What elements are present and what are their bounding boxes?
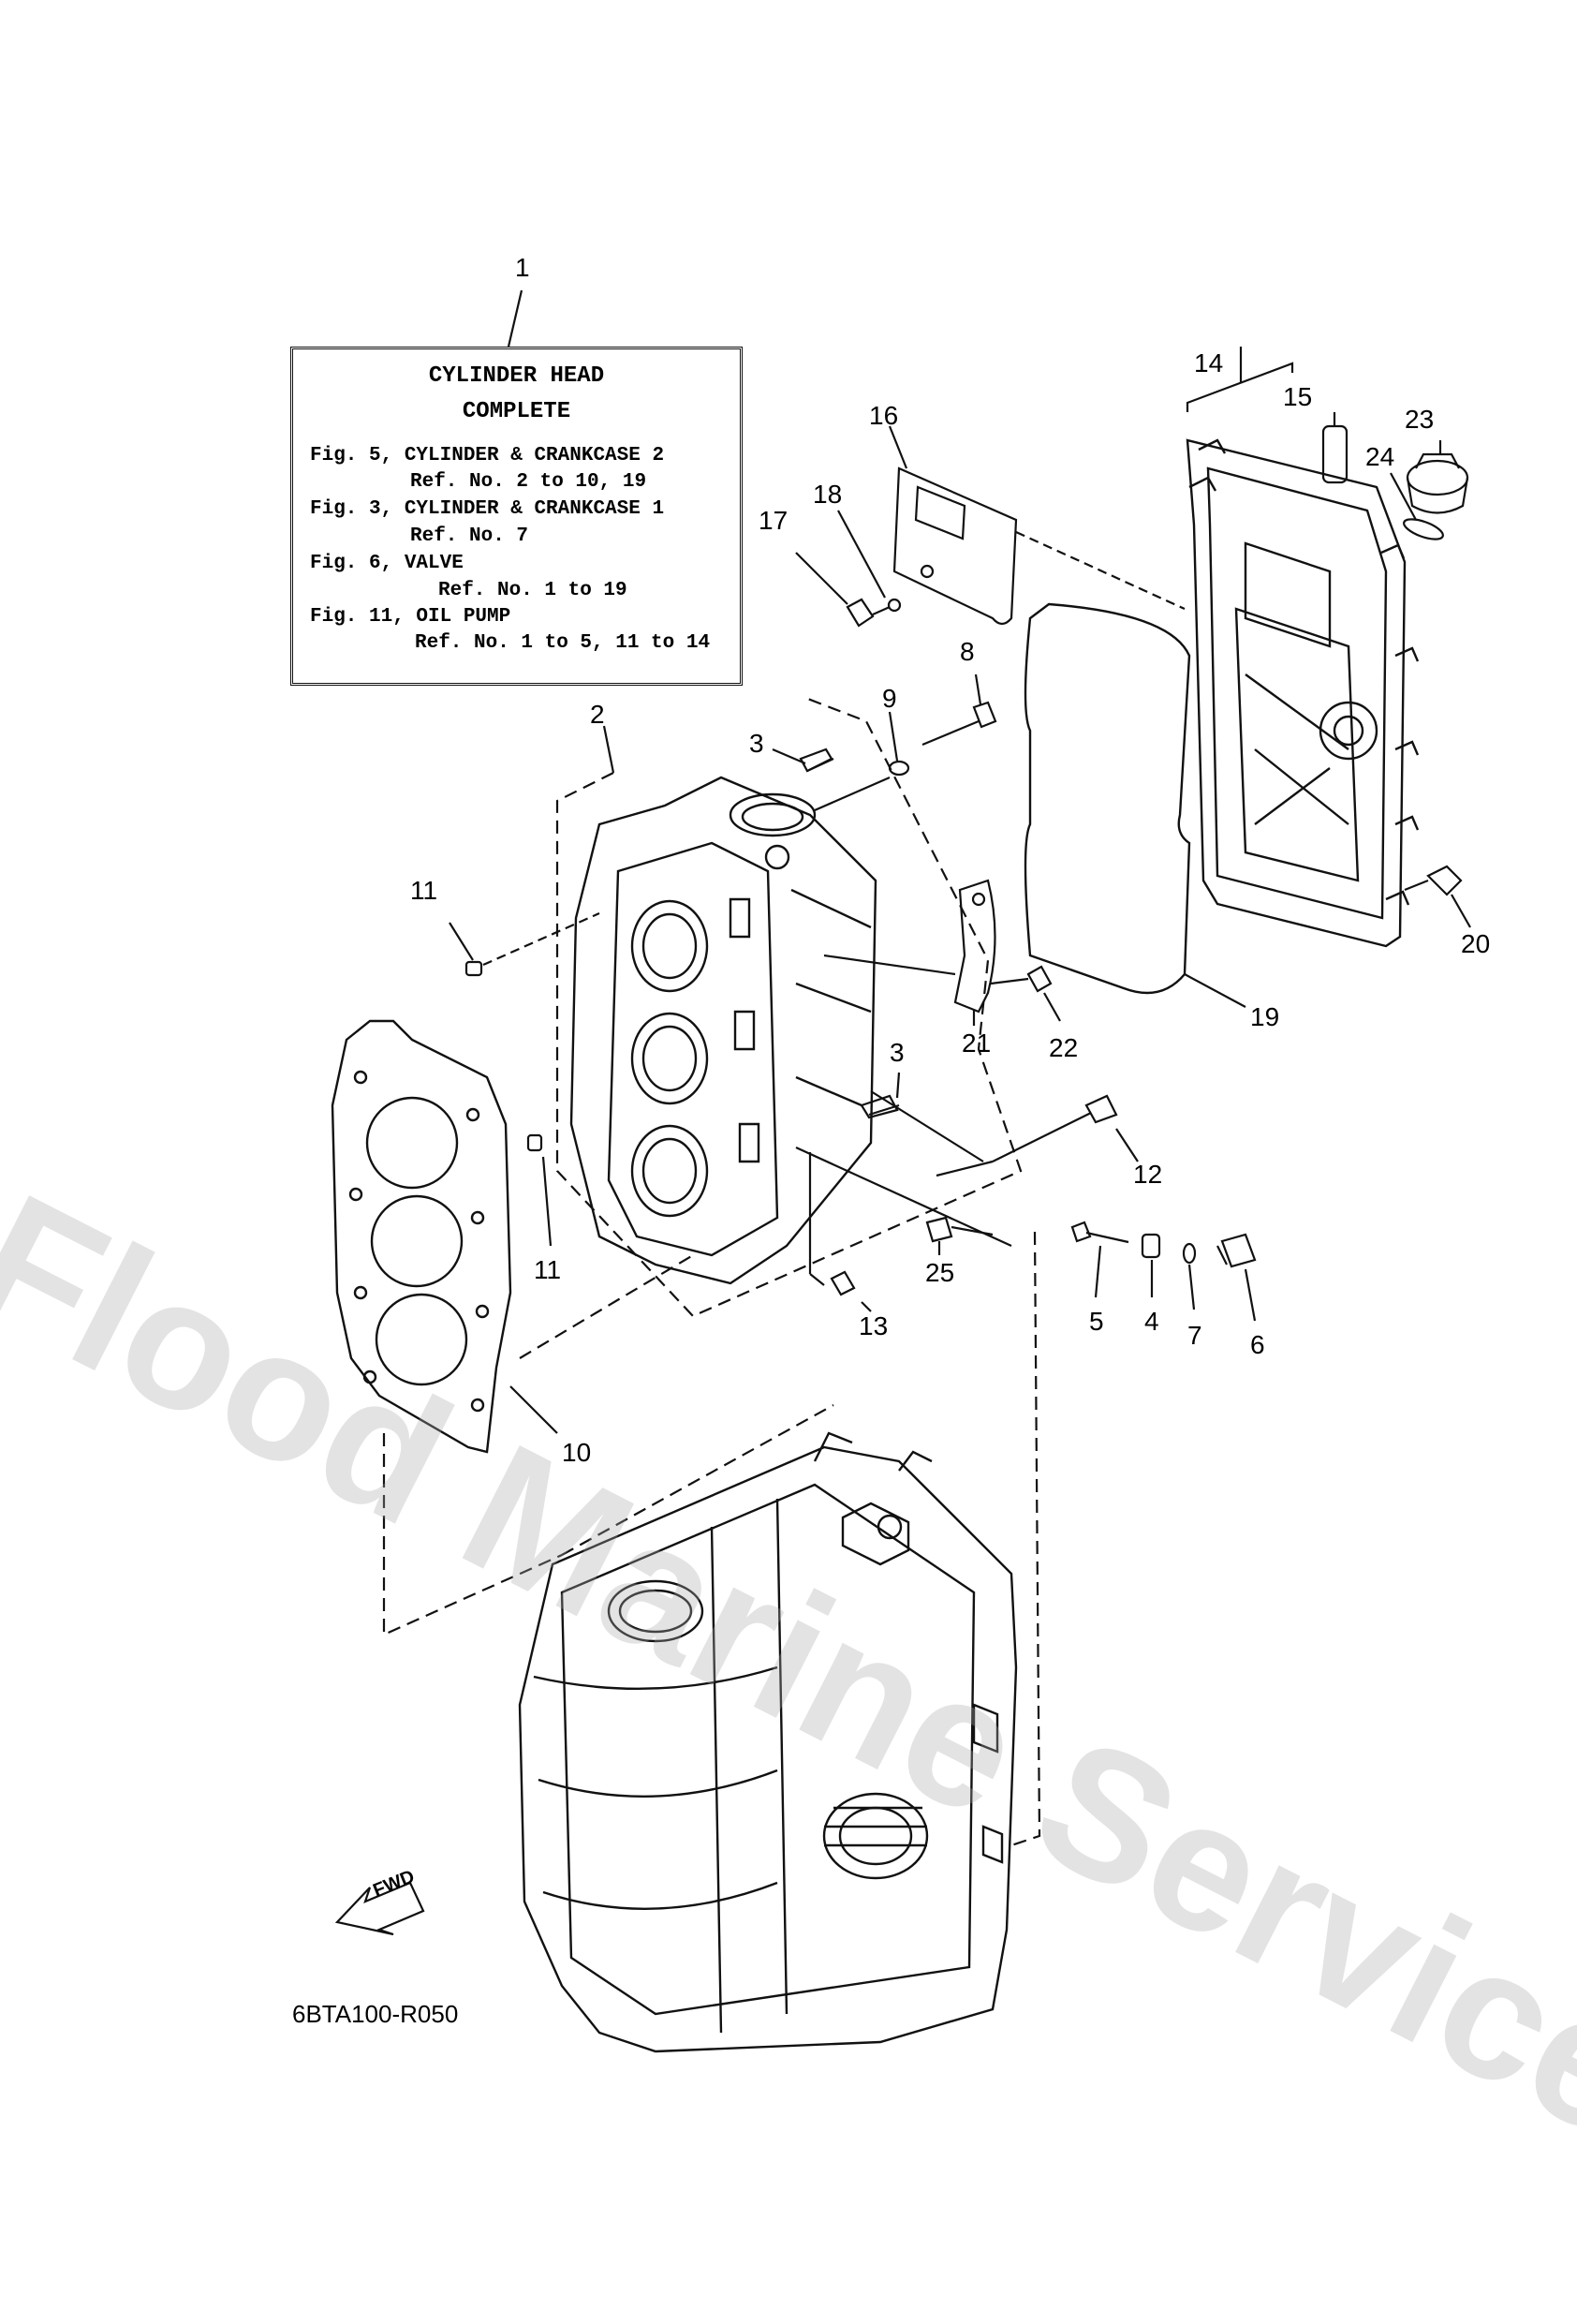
callout-9: 9: [882, 684, 897, 713]
callout-8: 8: [960, 637, 975, 666]
cylinder-head-part: [569, 776, 877, 1285]
part-3b-shape: [860, 1094, 900, 1119]
dashed-connector-3: [382, 1433, 563, 1636]
ref-title-1: CYLINDER HEAD: [428, 363, 605, 389]
callout-1: 1: [515, 253, 530, 282]
part-6-shape: [1216, 1233, 1257, 1268]
part-18-shape: [887, 598, 902, 613]
callout-11: 11: [534, 1255, 562, 1284]
ref-line: Ref. No. 1 to 19: [438, 580, 627, 601]
part-20-shape: [1404, 865, 1463, 896]
ref-line: Ref. No. 2 to 10, 19: [410, 471, 647, 493]
callout-19: 19: [1250, 1002, 1280, 1031]
callout-10: 10: [562, 1438, 592, 1467]
part-23-shape: [1406, 452, 1469, 514]
part-13-shape: [809, 1270, 856, 1296]
dashed-connector: [519, 1254, 694, 1359]
callout-2: 2: [590, 700, 605, 729]
callout-25: 25: [925, 1258, 955, 1287]
callout-14: 14: [1194, 348, 1224, 377]
callout-24: 24: [1365, 442, 1395, 471]
callout-13: 13: [859, 1311, 889, 1340]
reference-box: CYLINDER HEAD COMPLETE Fig. 5, CYLINDER …: [290, 347, 743, 686]
part-22-shape: [990, 965, 1053, 993]
callout-18: 18: [813, 480, 843, 509]
part-21-shape: [953, 879, 996, 1014]
part-11a-shape: [464, 960, 483, 977]
part-17-shape: [846, 598, 891, 628]
part-3a-shape: [799, 748, 834, 773]
callout-3: 3: [749, 729, 764, 758]
part-4-shape: [1141, 1233, 1161, 1259]
callout-7: 7: [1187, 1321, 1202, 1350]
callout-11: 11: [410, 876, 438, 905]
callout-4: 4: [1144, 1307, 1159, 1336]
callout-3: 3: [890, 1038, 905, 1067]
dashed-connector-2: [1010, 1231, 1041, 1847]
ref-line: Ref. No. 1 to 5, 11 to 14: [415, 632, 711, 654]
part-9-shape: [888, 760, 910, 777]
callout-15: 15: [1283, 382, 1313, 411]
part-5-shape: [1070, 1221, 1129, 1244]
head-cover-gasket: [1024, 602, 1191, 995]
part-24-shape: [1403, 518, 1444, 540]
ref-line: Fig. 5, CYLINDER & CRANKCASE 2: [310, 445, 665, 466]
fwd-arrow-icon: [334, 1881, 425, 1936]
leader-14: [1186, 362, 1294, 412]
part-16-shape: [892, 466, 1018, 626]
ref-line: Ref. No. 7: [410, 525, 529, 547]
ref-line: Fig. 11, OIL PUMP: [310, 606, 511, 628]
head-cover-part: [1186, 438, 1420, 948]
part-8-shape: [921, 701, 997, 747]
dashed-group-2: [555, 696, 1023, 1318]
callout-12: 12: [1133, 1160, 1163, 1189]
ref-line: Fig. 3, CYLINDER & CRANKCASE 1: [310, 498, 665, 520]
callout-17: 17: [759, 506, 788, 535]
callout-5: 5: [1089, 1307, 1104, 1336]
callout-16: 16: [869, 401, 899, 430]
callout-23: 23: [1405, 405, 1435, 434]
part-11b-shape: [526, 1133, 543, 1152]
callout-6: 6: [1250, 1330, 1265, 1359]
part-12-shape: [936, 1094, 1118, 1177]
diagram-code: 6BTA100-R050: [292, 2000, 459, 2028]
leader-1: [507, 289, 523, 348]
cylinder-block-part: [518, 1431, 1018, 2053]
ref-line: Fig. 6, VALVE: [310, 553, 464, 574]
ref-title-2: COMPLETE: [462, 399, 571, 424]
callout-20: 20: [1461, 929, 1491, 958]
callout-21: 21: [962, 1029, 992, 1058]
callout-22: 22: [1049, 1033, 1079, 1062]
head-gasket-part: [331, 1019, 512, 1454]
part-7-shape: [1182, 1242, 1197, 1265]
